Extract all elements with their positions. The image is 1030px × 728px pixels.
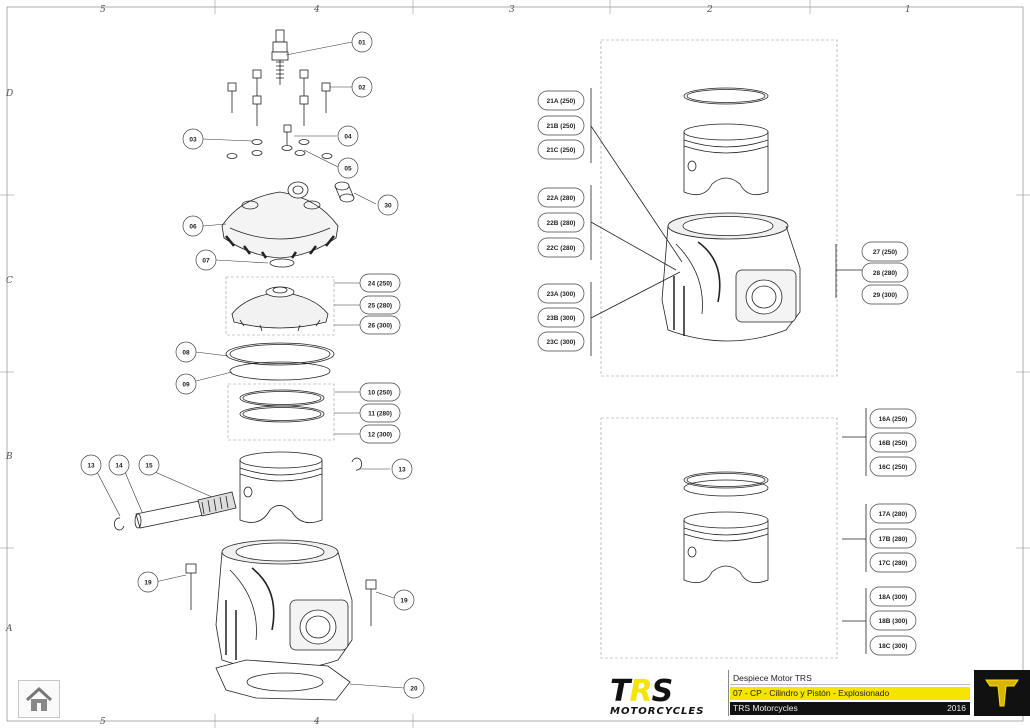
- callout-10: 10 (250): [368, 390, 392, 397]
- callout-21b: 21B (250): [547, 123, 576, 130]
- cylinder: [215, 539, 353, 671]
- kit-box-top: [600, 39, 838, 377]
- callout-22c: 22C (280): [547, 245, 576, 252]
- left-parts: [113, 29, 377, 701]
- callout-13-left: 13: [87, 463, 95, 470]
- brand-logo: TRS MOTORCYCLES: [604, 670, 729, 717]
- callout-18a: 18A (300): [879, 594, 908, 601]
- piston-rings: [239, 389, 325, 423]
- callout-11: 11 (280): [368, 411, 392, 418]
- kit-leaders-top: [590, 88, 862, 356]
- combustion-chamber: [231, 286, 329, 332]
- callout-19-left: 19: [144, 580, 152, 587]
- callout-09: 09: [182, 382, 190, 389]
- callout-02: 02: [358, 85, 366, 92]
- shield-icon: [985, 679, 1019, 707]
- spark-plug: [271, 29, 289, 85]
- col-label: 4: [313, 5, 320, 15]
- callout-19-right: 19: [400, 598, 408, 605]
- callout-25: 25 (280): [368, 303, 392, 310]
- callout-14: 14: [115, 463, 123, 470]
- brand-emblem: [974, 670, 1030, 716]
- col-label: 5: [100, 717, 106, 727]
- callout-06: 06: [189, 224, 197, 231]
- drawing-year: 2016: [947, 703, 966, 713]
- callout-07: 07: [202, 258, 210, 265]
- col-label: 5: [100, 5, 106, 15]
- callout-17c: 17C (280): [879, 560, 908, 567]
- piston-kit: [683, 471, 769, 584]
- callout-15: 15: [145, 463, 153, 470]
- callout-28: 28 (280): [873, 270, 897, 277]
- home-button[interactable]: [18, 680, 60, 718]
- home-icon: [25, 686, 53, 711]
- callout-27: 27 (250): [873, 249, 897, 256]
- callout-20: 20: [410, 686, 418, 693]
- callout-05: 05: [344, 166, 352, 173]
- row-label: C: [6, 276, 13, 286]
- callout-16b: 16B (250): [879, 440, 908, 447]
- washers: [226, 139, 333, 159]
- title-block: TRS MOTORCYCLES Despiece Motor TRS 07 - …: [604, 670, 1030, 728]
- col-label: 4: [313, 717, 320, 727]
- callout-01: 01: [358, 40, 366, 47]
- kit-leaders-bottom: [842, 408, 867, 654]
- callout-30: 30: [384, 203, 392, 210]
- callout-shapes: [80, 31, 917, 699]
- sleeve-part: [334, 181, 355, 203]
- col-label: 1: [905, 5, 911, 15]
- piston-pin-set: [113, 457, 363, 531]
- col-label: 2: [706, 5, 713, 15]
- cylinder-head: [221, 181, 339, 259]
- logo-accent-letter: R: [629, 674, 652, 709]
- callout-21a: 21A (250): [547, 98, 576, 105]
- callout-03: 03: [189, 137, 197, 144]
- kit-box-bottom: [600, 417, 838, 659]
- sheet-frame: [6, 6, 1024, 722]
- o-ring: [269, 258, 295, 268]
- row-label: D: [5, 89, 13, 99]
- company-row: TRS Motorcycles 2016: [730, 702, 970, 715]
- cylinder-kit: [661, 87, 801, 342]
- callout-18b: 18B (300): [879, 618, 908, 625]
- leader-lines: [96, 41, 405, 689]
- callout-24: 24 (250): [368, 281, 392, 288]
- cylinder-bolts: [185, 563, 377, 626]
- callout-labels: 01 02 03 04 05 30 06 07 08 09 13 14 15 1…: [87, 40, 907, 693]
- row-label: B: [5, 452, 13, 462]
- callout-16a: 16A (250): [879, 416, 908, 423]
- callout-23b: 23B (300): [547, 315, 576, 322]
- logo-text: TRS: [610, 674, 673, 709]
- drawing-title: Despiece Motor TRS: [730, 672, 970, 685]
- company-name: TRS Motorcycles: [733, 703, 798, 713]
- base-gasket: [215, 659, 351, 701]
- callout-17b: 17B (280): [879, 536, 908, 543]
- callout-22b: 22B (280): [547, 220, 576, 227]
- col-label: 3: [509, 5, 515, 15]
- callout-12: 12 (300): [368, 432, 392, 439]
- row-label: A: [5, 624, 13, 634]
- callout-04: 04: [344, 134, 352, 141]
- callout-29: 29 (300): [873, 292, 897, 299]
- callout-17a: 17A (280): [879, 511, 908, 518]
- callout-23c: 23C (300): [547, 339, 576, 346]
- callout-08: 08: [182, 350, 190, 357]
- callout-22a: 22A (280): [547, 195, 576, 202]
- gaskets: [225, 342, 335, 381]
- callout-26: 26 (300): [368, 323, 392, 330]
- logo-subtitle: MOTORCYCLES: [610, 706, 705, 717]
- callout-21c: 21C (250): [547, 147, 576, 154]
- callout-23a: 23A (300): [547, 291, 576, 298]
- callout-18c: 18C (300): [879, 643, 908, 650]
- callout-16c: 16C (250): [879, 464, 908, 471]
- piston: [239, 451, 323, 524]
- head-bolts: [227, 69, 331, 145]
- callout-13-right: 13: [398, 467, 406, 474]
- drawing-subtitle: 07 - CP - Cilindro y Pistón - Explosiona…: [730, 687, 970, 700]
